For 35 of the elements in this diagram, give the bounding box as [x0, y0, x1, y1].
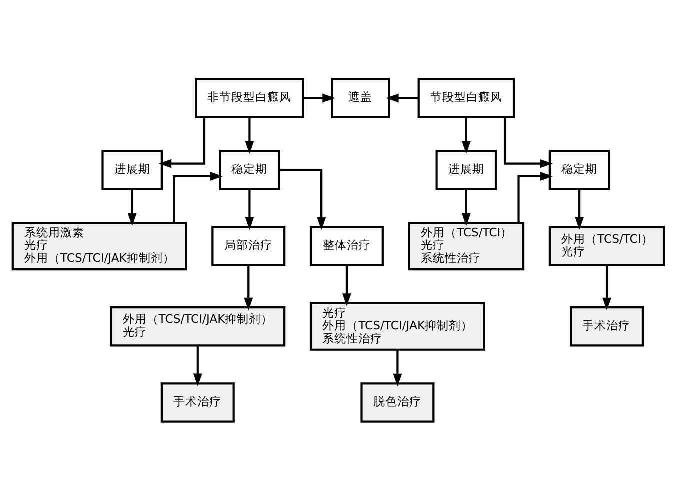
arrow [386, 93, 419, 102]
node-box: 脱色治疗 [360, 382, 435, 422]
arrow [504, 117, 553, 168]
node-box: 稳定期 [548, 150, 610, 190]
arrow [303, 93, 336, 102]
node-box: 外用（TCS/TCI/JAK抑制剂） 光疗 [110, 306, 286, 346]
arrow [279, 168, 326, 230]
node-box: 光疗 外用（TCS/TCI/JAK抑制剂） 系统性治疗 [310, 302, 486, 350]
node-box: 外用（TCS/TCI） 光疗 [548, 226, 666, 266]
arrow [158, 117, 206, 168]
node-box: 稳定期 [219, 150, 280, 190]
arrow [244, 264, 254, 310]
node-box: 非节段型白癜风 [195, 78, 304, 118]
arrow [245, 117, 254, 154]
arrow [173, 172, 224, 222]
node-box: 系统用激素 光疗 外用（TCS/TCI/JAK抑制剂） [12, 221, 188, 270]
arrow [462, 117, 471, 154]
arrow [193, 345, 202, 386]
node-box: 手术治疗 [570, 306, 644, 346]
arrow [602, 264, 612, 310]
arrow [462, 188, 471, 226]
node-box: 节段型白癜风 [418, 78, 516, 118]
node-box: 进展期 [102, 150, 163, 190]
node-box: 整体治疗 [310, 226, 384, 266]
node-box: 外用（TCS/TCI） 光疗 系统性治疗 [408, 221, 525, 270]
arrow [128, 188, 137, 226]
arrow [393, 350, 402, 386]
arrow [342, 264, 352, 306]
node-box: 进展期 [436, 150, 498, 190]
arrow [245, 188, 254, 230]
node-box: 局部治疗 [212, 226, 286, 266]
arrow [518, 172, 554, 222]
node-box: 遮盖 [331, 78, 390, 118]
node-box: 手术治疗 [160, 382, 235, 422]
arrow [575, 188, 584, 230]
